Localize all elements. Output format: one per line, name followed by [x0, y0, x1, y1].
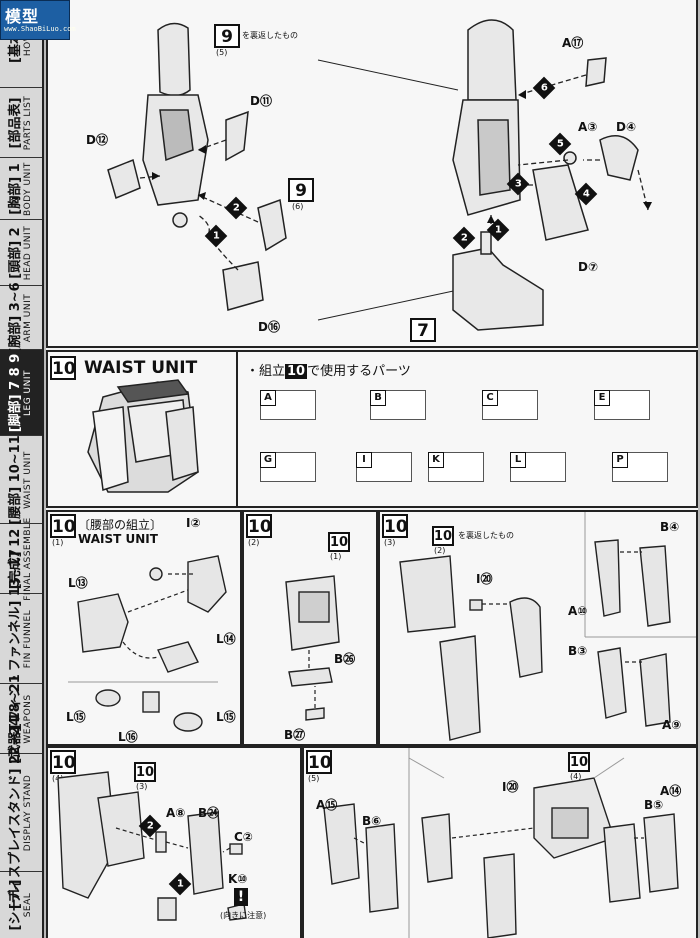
step-10: 10 [50, 514, 76, 538]
part-label: L⑬ [68, 576, 88, 590]
ref-step-9: 9 [288, 178, 314, 202]
part-label: B⑤ [644, 798, 664, 812]
ref-step-9: 9 [214, 24, 240, 48]
substep-en-title: WAIST UNIT [78, 532, 158, 546]
ref-step-10: 10 [568, 752, 590, 772]
part-label: L⑯ [118, 730, 138, 744]
substep-10-4-panel: 10 (4) 10 (3) A⑧ B㉔ C② K⑩ ! (向きに注意) [46, 746, 302, 938]
part-label: A⑮ [316, 798, 338, 812]
step-10: 10 [382, 514, 408, 538]
ref-substep: (6) [292, 202, 304, 211]
part-label: D⑯ [258, 320, 280, 334]
leg-assembly-panel: 9 (5) を裏返したもの D⑪ D⑫ D⑯ 9 (6) 2 1 7 A⑰ A③… [46, 0, 698, 348]
part-label: A⑧ [166, 806, 186, 820]
part-label: L⑭ [216, 632, 236, 646]
ref-substep: (2) [434, 546, 446, 555]
part-label: B③ [568, 644, 588, 658]
caution-note: (向きに注意) [220, 911, 267, 920]
runner-p: P [612, 452, 668, 482]
part-label: C② [234, 830, 253, 844]
substep-number: (5) [308, 774, 320, 783]
part-label: D⑪ [250, 94, 272, 108]
part-label: A⑰ [562, 36, 584, 50]
substep-10-1-panel: 10 (1) 〔腰部の組立〕 WAIST UNIT I② L⑬ L⑭ L⑮ [46, 510, 242, 746]
runner-b: B [370, 390, 426, 420]
ref-substep: (5) [216, 48, 228, 57]
part-label: A③ [578, 120, 598, 134]
ref-note: を裏返したもの [458, 531, 514, 540]
substep-jp-title: 〔腰部の組立〕 [78, 518, 163, 532]
waist-core-drawing [285, 575, 340, 721]
substep-10-2-panel: 10 (2) 10 (1) B㉖ B㉗ [242, 510, 378, 746]
substep-10-5-panel: 10 (5) 10 (4) A⑮ B⑥ [302, 746, 698, 938]
part-label: D⑫ [86, 133, 108, 147]
ref-step-10: 10 [328, 532, 350, 552]
part-label: B④ [660, 520, 680, 534]
part-label: B㉔ [198, 806, 220, 820]
substep-number: (1) [52, 538, 64, 547]
part-label: L⑮ [216, 710, 236, 724]
runner-c: C [482, 390, 538, 420]
tab-how[interactable]: [基本]HOW [0, 0, 42, 88]
ref-substep: (4) [570, 772, 582, 781]
part-label: B㉗ [284, 728, 306, 742]
site-logo: 模型 www.ShaoBiLuo.com [0, 0, 76, 40]
instruction-page: 9 (5) を裏返したもの D⑪ D⑫ D⑯ 9 (6) 2 1 7 A⑰ A③… [46, 0, 698, 938]
leg-assembly-drawing [107, 19, 652, 331]
step-10: 10 [306, 750, 332, 774]
runner-g: G [260, 452, 316, 482]
part-label: I⑳ [476, 572, 493, 586]
waist-side-armor-drawing [399, 512, 696, 741]
ref-note: を裏返したもの [242, 31, 298, 40]
part-label: L⑮ [66, 710, 86, 724]
runner-k: K [428, 452, 484, 482]
part-label: B㉖ [334, 652, 356, 666]
part-label: I② [186, 516, 201, 530]
waist-unit-illustration [87, 379, 199, 493]
part-label: A⑩ [568, 604, 588, 618]
substep-10-3-panel: 10 (3) 10 (2) を裏返したもの I⑳ [378, 510, 698, 746]
tab-parts-list[interactable]: [部品表]PARTS LIST [0, 88, 42, 158]
caution-icon: ! [234, 888, 248, 906]
part-label: A⑨ [662, 718, 682, 732]
part-label: B⑥ [362, 814, 382, 828]
step-10: 10 [246, 514, 272, 538]
waist-frame-drawing [68, 555, 227, 732]
substep-number: (2) [248, 538, 260, 547]
step-10: 10 [50, 750, 76, 774]
part-label: K⑩ [228, 872, 248, 886]
section-title: WAIST UNIT [84, 358, 198, 378]
waist-front-drawing [57, 771, 247, 921]
substep-number: (3) [384, 538, 396, 547]
part-label: D④ [616, 120, 637, 134]
waist-armor-attach-drawing [323, 748, 679, 938]
ref-step-10: 10 [432, 526, 454, 546]
step-7: 7 [410, 318, 436, 342]
runner-a: A [260, 390, 316, 420]
runner-l: L [510, 452, 566, 482]
step-10: 10 [50, 356, 76, 380]
runner-e: E [594, 390, 650, 420]
ref-substep: (3) [136, 782, 148, 791]
tab-seal[interactable]: [シール]SEAL [8, 879, 33, 931]
part-label: A⑭ [660, 784, 682, 798]
ref-substep: (1) [330, 552, 342, 561]
runner-i: I [356, 452, 412, 482]
part-label: D⑦ [578, 260, 599, 274]
part-label: I⑳ [502, 780, 519, 794]
ref-step-10: 10 [134, 762, 156, 782]
